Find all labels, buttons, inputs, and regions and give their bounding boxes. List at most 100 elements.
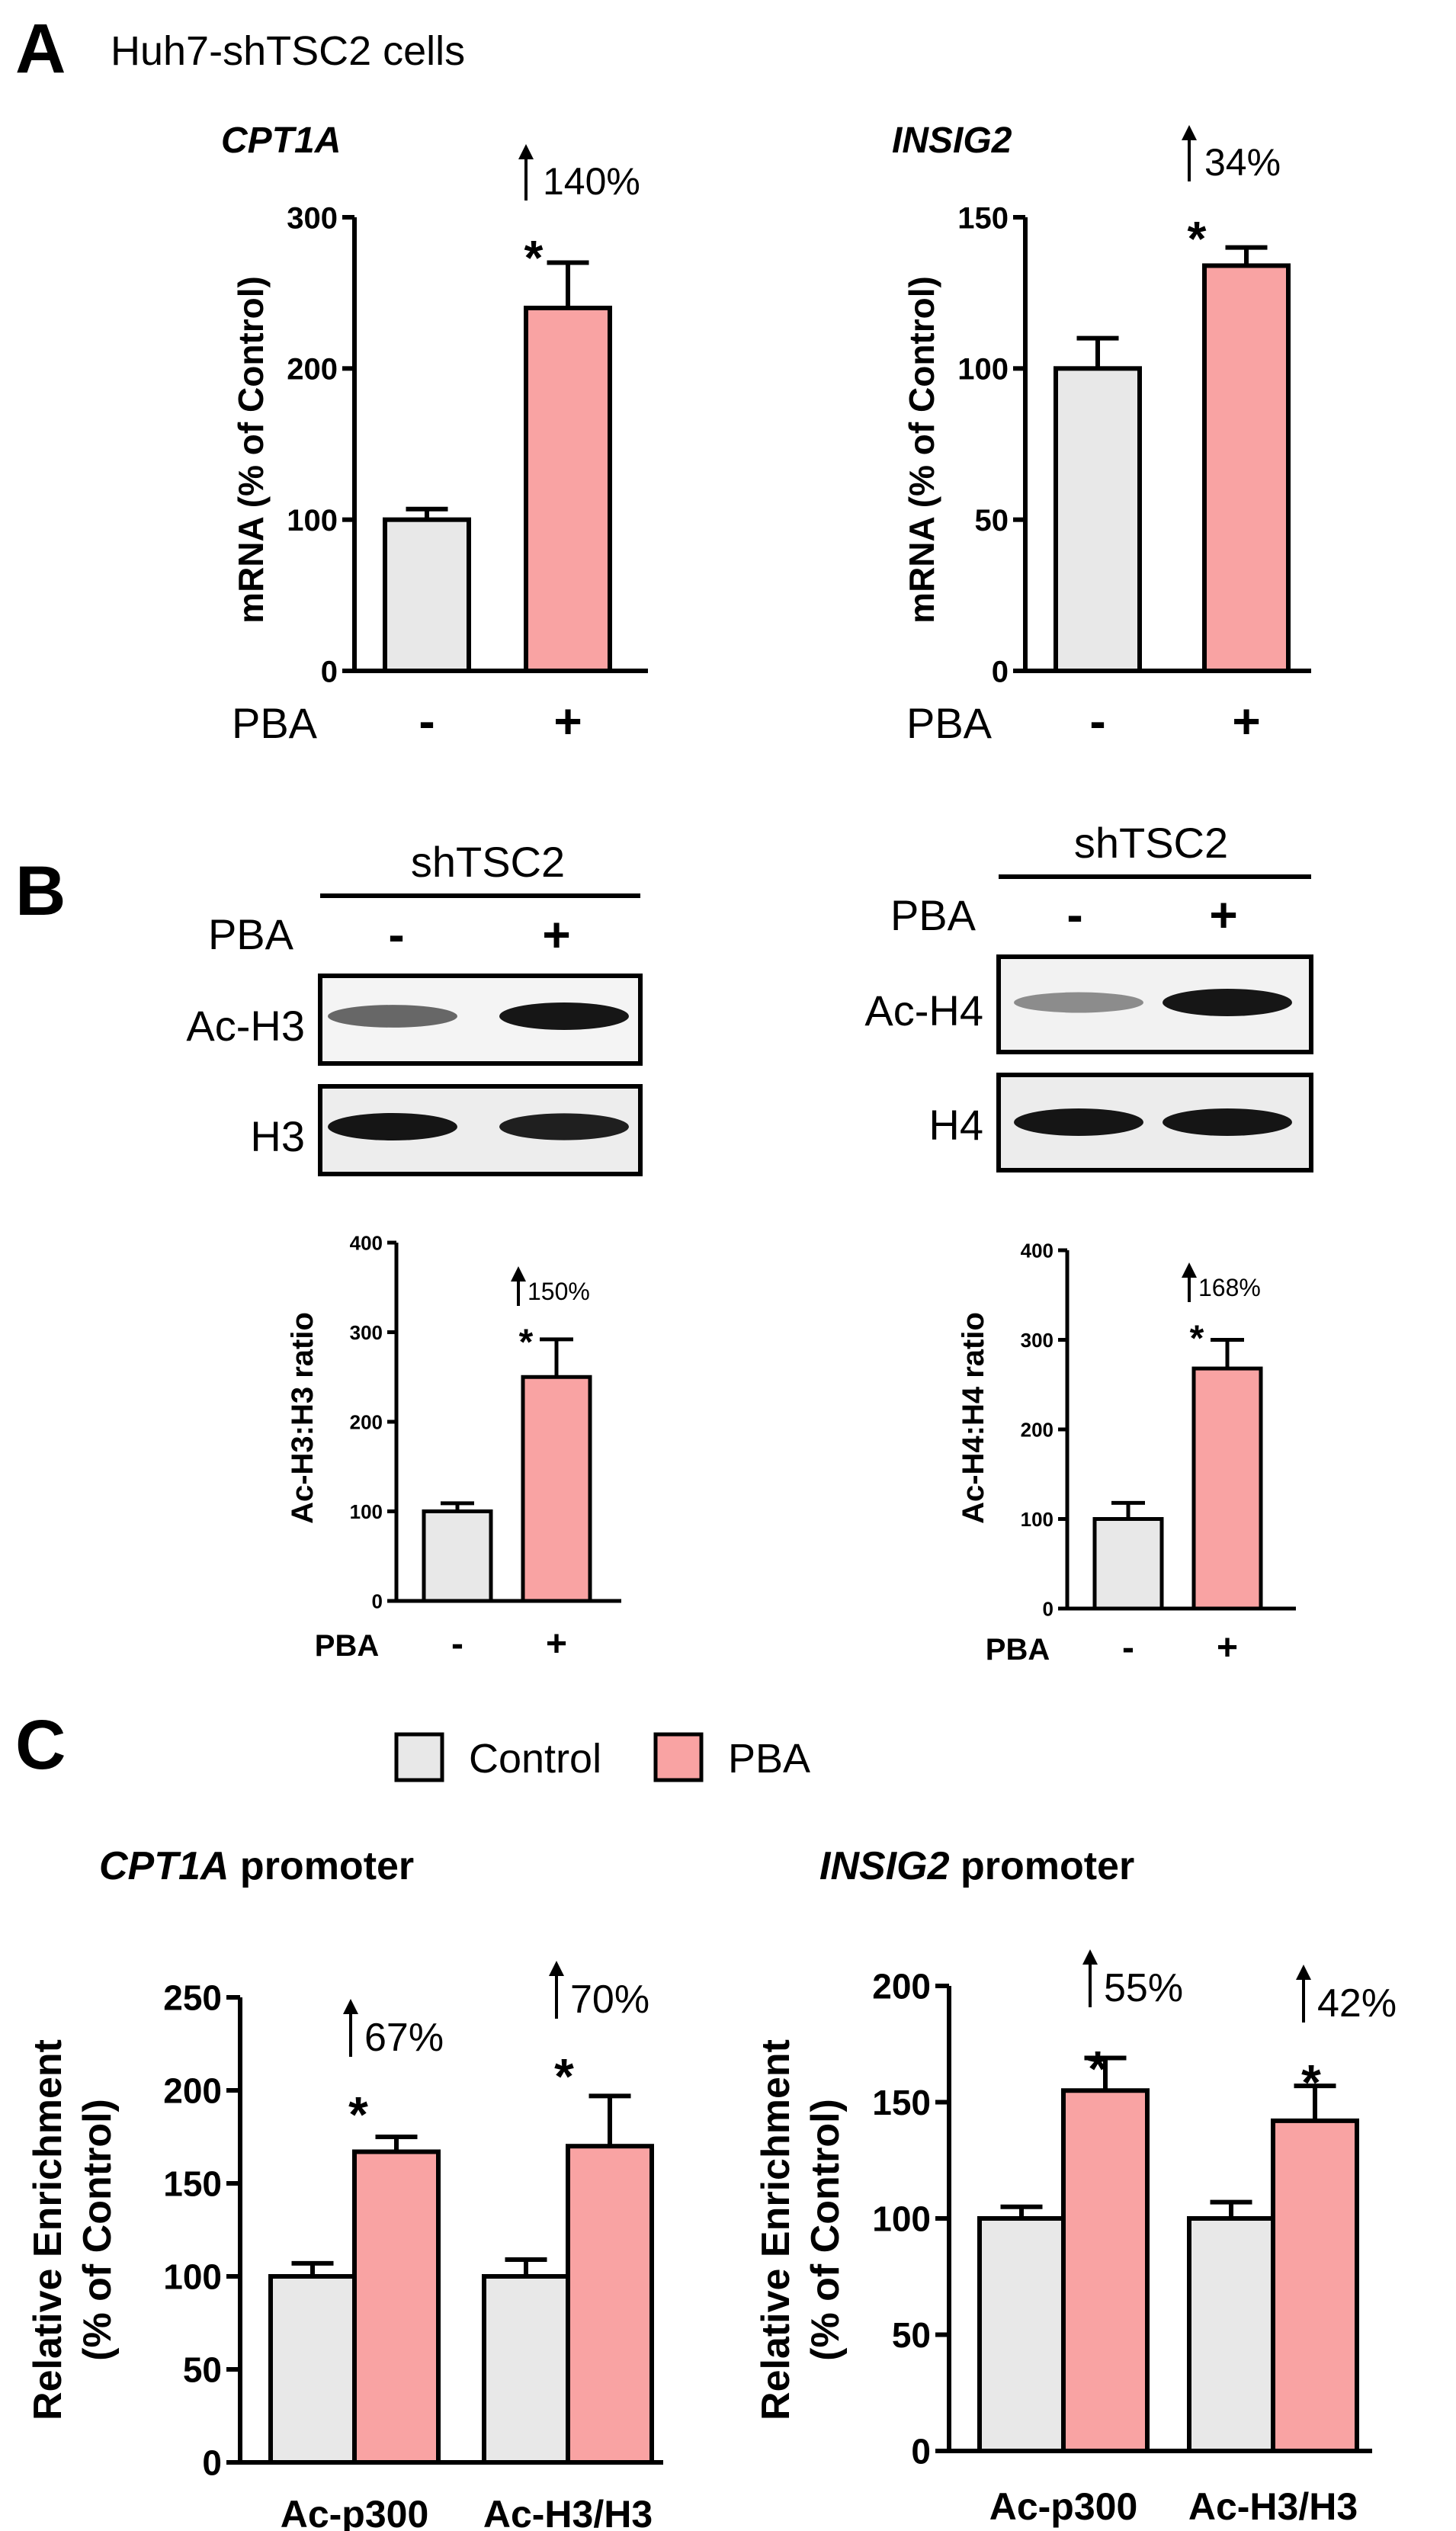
y-tick-label: 300 [287,201,338,235]
y-tick-label: 200 [350,1410,383,1433]
blot-row2-label: H3 [250,1112,305,1160]
y-axis-label-line2: (% of Control) [803,2099,848,2361]
bar [521,1375,592,1603]
y-tick-label: 250 [163,1978,222,2018]
y-tick-label: 300 [1021,1329,1054,1352]
annotation-percent: 140% [543,160,640,203]
western-blot-h4: shTSC2 PBA - + Ac-H4 H4 [864,819,1313,1172]
bar [383,517,471,674]
annotation-arrow-head [343,1999,358,2014]
blot-band [1014,1108,1143,1136]
chart-title-italic: INSIG2 [819,1844,950,1888]
blot-pba-label: PBA [208,910,294,958]
panel-a-subtitle: Huh7-shTSC2 cells [111,28,465,74]
blot-band [1014,992,1143,1013]
y-tick-label: 0 [911,2432,931,2472]
y-tick-label: 100 [957,353,1009,387]
x-axis-title: PBA [315,1629,379,1663]
blot-band [499,1002,629,1030]
y-tick-label: 0 [372,1589,383,1612]
x-category-label: - [451,1624,463,1664]
y-tick-label: 200 [1021,1418,1054,1441]
western-blot-h3: shTSC2 PBA - + Ac-H3 H3 [186,838,643,1176]
annotation-arrow-head [1182,125,1197,140]
y-axis-label-line1: Relative Enrichment [754,2039,798,2420]
panel-letter-b: B [15,852,66,930]
y-tick-label: 200 [872,1967,931,2007]
annotation-arrow-head [511,1266,526,1282]
annotation-star: * [524,230,544,285]
x-category-label: - [419,694,435,749]
blot-band [499,1113,629,1140]
y-tick-label: 50 [975,504,1009,537]
chart-cpt1a-promoter: CPT1A promoter Relative Enrichment (% of… [26,1844,663,2531]
annotation-percent: 34% [1204,141,1281,184]
legend: Control PBA [394,1732,810,1782]
annotation-star: * [348,2086,368,2142]
chart-title-italic: CPT1A [99,1844,229,1888]
chart-title-rest: promoter [950,1844,1135,1888]
x-category-label: - [1089,694,1105,749]
bar [566,2144,654,2465]
bar [352,2149,441,2465]
annotation-arrow-head [1082,1949,1098,1965]
annotation-percent: 55% [1104,1966,1183,2010]
bar [1271,2118,1359,2453]
blot-row2-label: H4 [928,1101,983,1149]
x-category-label: Ac-H3/H3 [483,2493,653,2531]
lane-plus: + [542,907,570,962]
annotation-star: * [1190,1318,1204,1359]
annotation-percent: 70% [570,1978,649,2022]
bar [1092,1517,1164,1611]
y-axis-label: Ac-H3:H3 ratio [286,1312,319,1524]
y-axis-label-line1: Relative Enrichment [26,2039,70,2420]
annotation-percent: 168% [1198,1274,1261,1301]
y-tick-label: 200 [163,2071,222,2111]
blot-header: shTSC2 [411,838,565,886]
bar [1202,263,1291,673]
y-tick-label: 0 [321,655,338,688]
x-axis-title: PBA [986,1633,1050,1666]
y-tick-label: 200 [287,353,338,387]
x-axis-title: PBA [906,699,993,747]
bar [1187,2216,1275,2453]
y-tick-label: 150 [163,2164,222,2204]
panel-letter-c: C [15,1706,66,1784]
chart-title-rest: promoter [229,1844,414,1888]
x-category-label: + [553,694,582,749]
bar [1054,366,1142,673]
legend-label-pba: PBA [728,1736,810,1782]
chart-insig2-mrna: INSIG2 mRNA (% of Control) 050100150-+34… [892,120,1311,749]
x-category-label: Ac-p300 [281,2493,429,2531]
blot-band [1163,1108,1292,1136]
lane-minus: - [1066,887,1082,942]
y-tick-label: 0 [992,655,1009,688]
lane-plus: + [1209,887,1237,942]
y-tick-label: 100 [1021,1508,1054,1531]
annotation-percent: 42% [1317,1981,1397,2026]
y-tick-label: 150 [957,201,1009,235]
annotation-arrow-head [549,1961,564,1976]
y-tick-label: 150 [872,2083,931,2122]
bar [1191,1366,1263,1611]
x-category-label: - [1122,1628,1134,1668]
chart-title: CPT1A promoter [99,1844,414,1888]
annotation-arrow-head [1182,1262,1197,1278]
annotation-arrow-head [1296,1965,1311,1980]
legend-swatch-control [394,1732,444,1782]
bar [268,2274,357,2465]
y-tick-label: 50 [183,2350,222,2390]
bar [1061,2088,1150,2453]
y-tick-label: 100 [287,504,338,537]
y-tick-label: 300 [350,1321,383,1344]
x-category-label: + [1232,694,1260,749]
annotation-percent: 67% [364,2016,444,2060]
annotation-star: * [1188,211,1207,266]
annotation-percent: 150% [528,1278,590,1305]
x-category-label: + [1217,1628,1238,1668]
annotation-star: * [1088,2040,1108,2096]
y-axis-label: mRNA (% of Control) [231,276,271,624]
x-category-label: Ac-p300 [989,2485,1138,2528]
annotation-star: * [519,1322,534,1362]
